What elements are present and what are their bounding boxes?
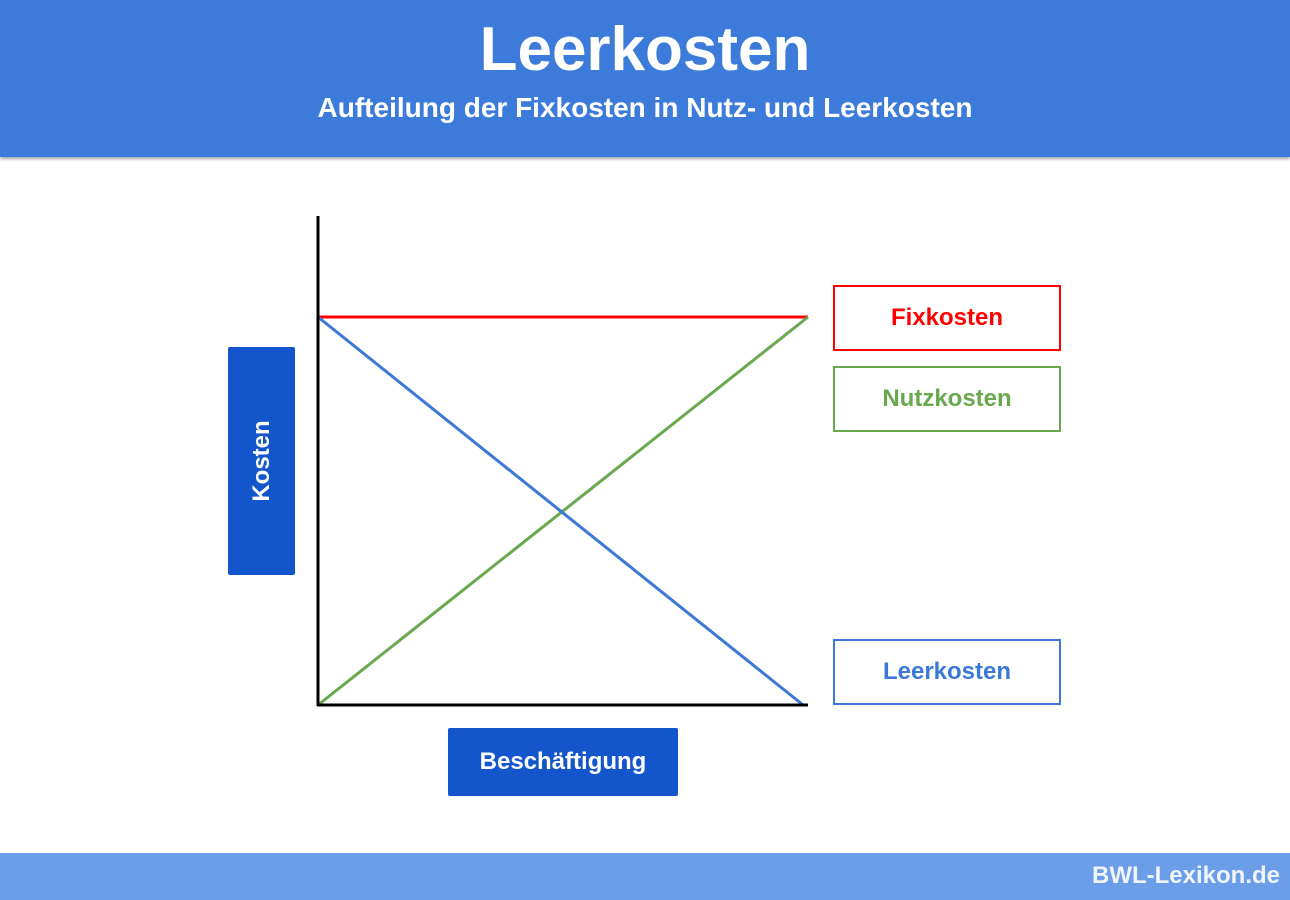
legend-label: Leerkosten xyxy=(882,658,1012,685)
legend-fixkosten: Fixkosten xyxy=(833,285,1061,351)
legend-nutzkosten: Nutzkosten xyxy=(833,366,1061,432)
footer-bar: BWL-Lexikon.de xyxy=(0,853,1290,900)
series-line-leerkosten xyxy=(317,315,805,707)
header-banner: Leerkosten Aufteilung der Fixkosten in N… xyxy=(0,0,1290,157)
x-axis-label-box: Beschäftigung xyxy=(448,728,678,796)
legend-label: Fixkosten xyxy=(890,304,1004,331)
x-axis-label: Beschäftigung xyxy=(479,748,647,775)
page-title: Leerkosten xyxy=(479,15,811,84)
legend-label: Nutzkosten xyxy=(882,385,1012,412)
page-subtitle: Aufteilung der Fixkosten in Nutz- und Le… xyxy=(317,92,973,123)
y-axis-label-box: Kosten xyxy=(228,347,295,575)
legend-leerkosten: Leerkosten xyxy=(833,639,1061,705)
footer-brand: BWL-Lexikon.de xyxy=(1091,862,1280,889)
series-line-nutzkosten xyxy=(317,315,809,707)
y-axis-label: Kosten xyxy=(247,420,275,502)
